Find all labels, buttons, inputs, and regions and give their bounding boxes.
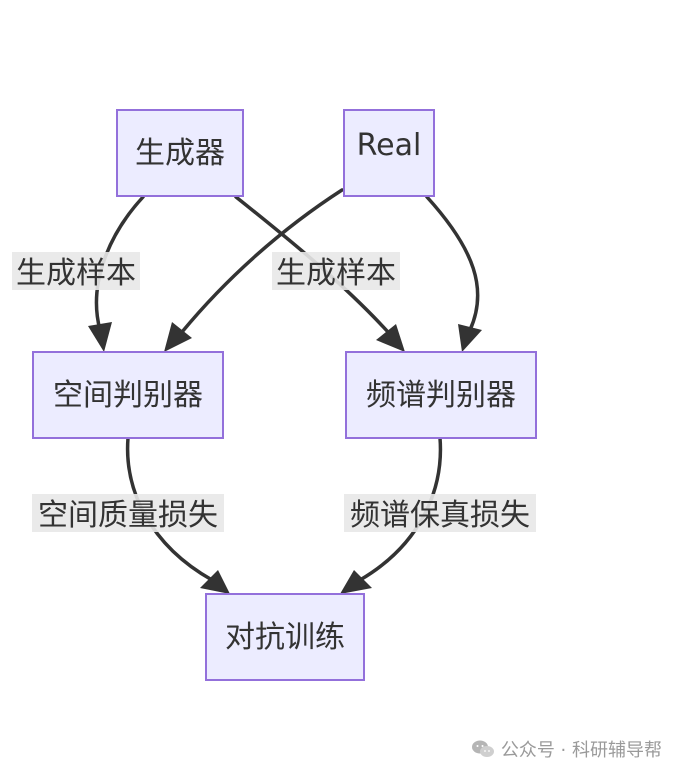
arrowhead-spectral-to-training: [340, 570, 372, 594]
edge-real-to-spectral: [425, 195, 480, 332]
arrowhead-real-to-spectral: [458, 324, 482, 352]
watermark-text: 公众号 · 科研辅导帮: [500, 740, 662, 761]
nodes: 生成器 Real 空间判别器 频谱判别器 对抗训练: [32, 109, 537, 681]
edge-labels: 生成样本 生成样本 空间质量损失 频谱保真损失: [12, 252, 536, 533]
edge-label-text: 生成样本: [276, 256, 396, 291]
node-spatial-discriminator: 空间判别器: [32, 351, 224, 439]
arrowhead-real-to-spatial: [164, 322, 192, 352]
node-real: Real: [343, 109, 435, 197]
node-generator: 生成器: [116, 109, 244, 197]
node-adversarial-training: 对抗训练: [205, 593, 365, 681]
arrowhead-generator-to-spatial: [88, 322, 112, 352]
edge-label-generator-to-spatial: 生成样本: [12, 252, 140, 291]
edge-label-spectral-to-training: 频谱保真损失: [344, 494, 536, 533]
node-label: 频谱判别器: [366, 378, 516, 413]
edge-label-text: 频谱保真损失: [350, 498, 530, 533]
arrowhead-spatial-to-training: [200, 570, 230, 594]
node-label: 对抗训练: [225, 620, 345, 655]
edge-label-spatial-to-training: 空间质量损失: [32, 494, 224, 533]
wechat-icon: [471, 740, 494, 757]
edge-label-text: 生成样本: [16, 256, 136, 291]
arrowhead-generator-to-spectral: [376, 324, 405, 352]
edge-label-generator-to-spectral: 生成样本: [272, 252, 400, 291]
node-label: 空间判别器: [53, 378, 203, 413]
watermark: 公众号 · 科研辅导帮: [471, 736, 662, 762]
edge-real-to-spatial: [180, 188, 344, 334]
edge-label-text: 空间质量损失: [38, 498, 218, 533]
node-spectral-discriminator: 频谱判别器: [345, 351, 537, 439]
node-label: Real: [357, 128, 422, 163]
node-label: 生成器: [135, 136, 225, 171]
